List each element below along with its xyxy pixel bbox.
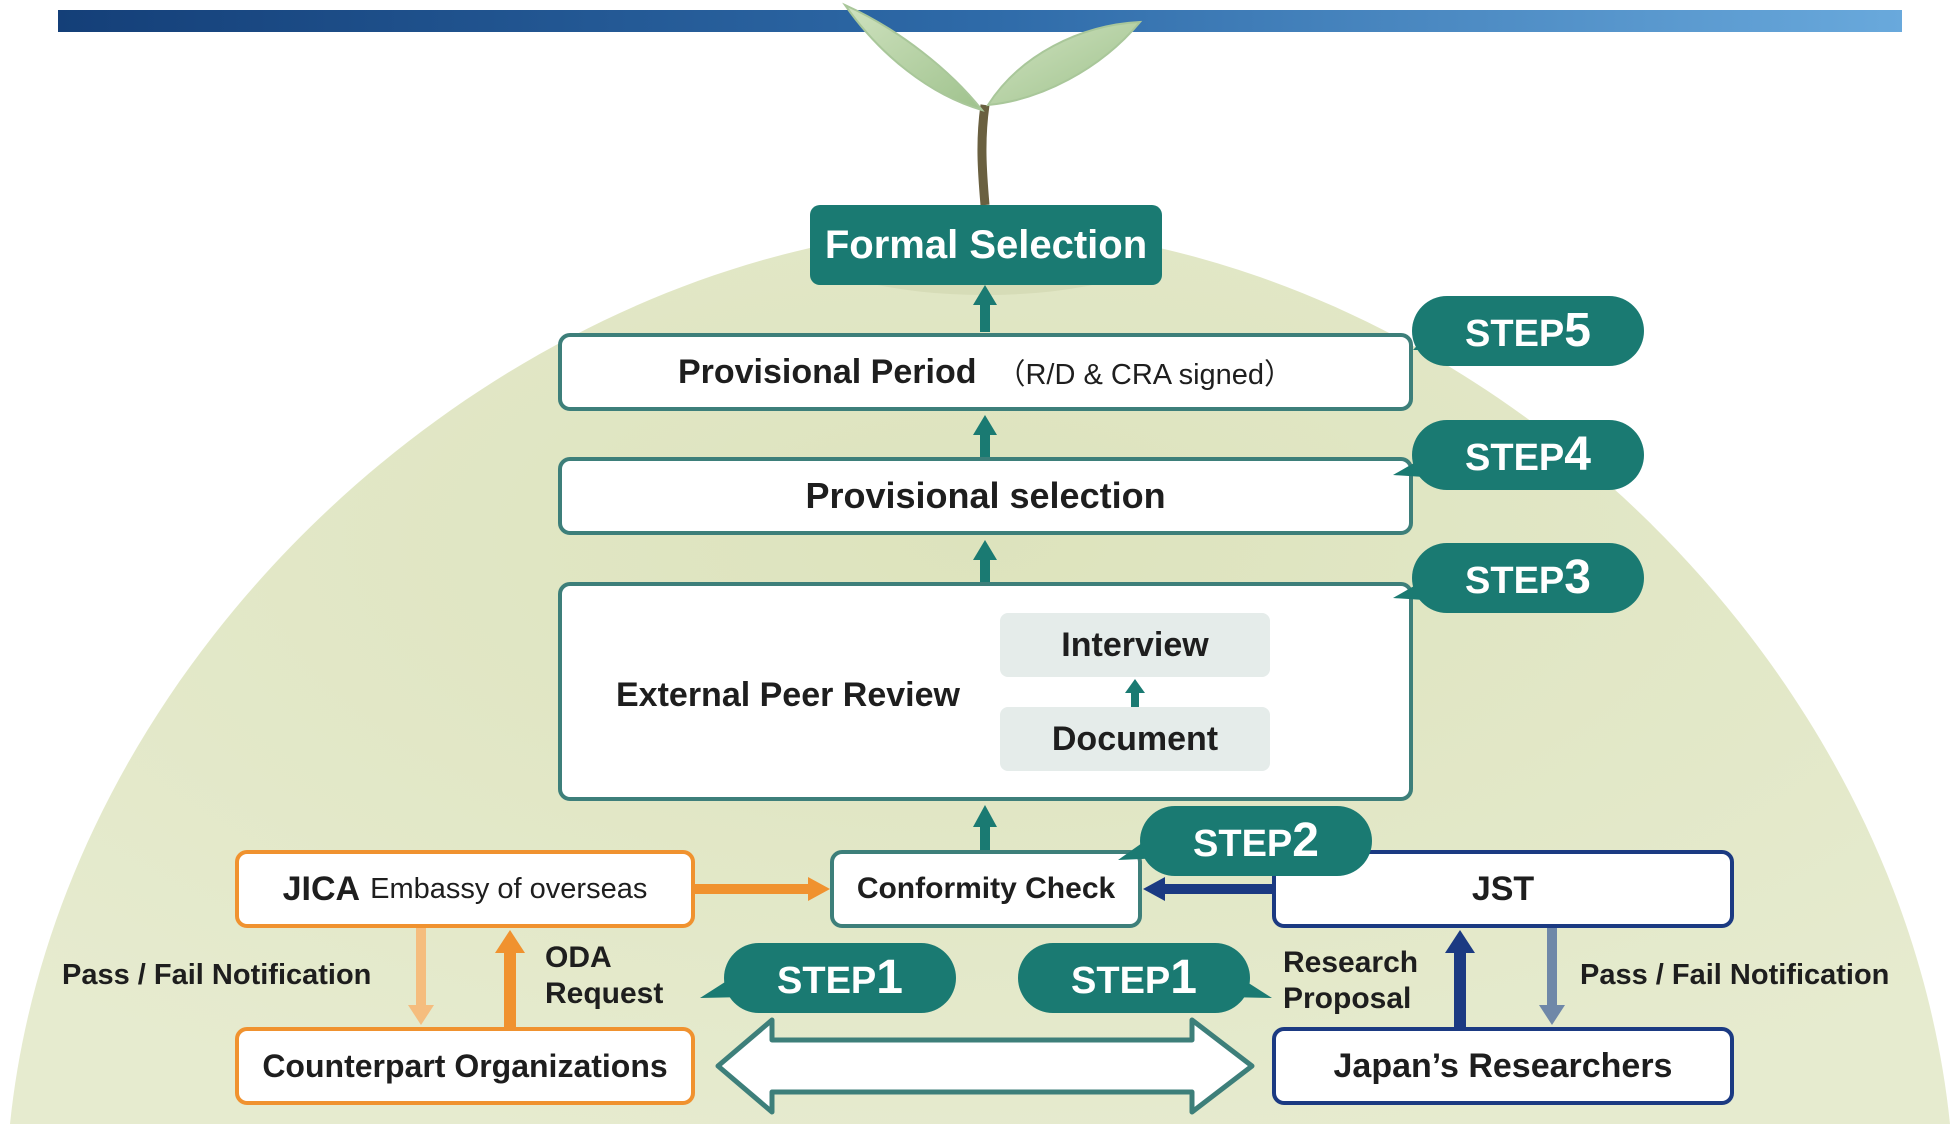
svg-text:STEP1: STEP1 — [1071, 951, 1197, 1004]
oda-request-line2: Request — [545, 977, 664, 1010]
arrow-to-step3 — [973, 805, 997, 850]
svg-text:STEP5: STEP5 — [1465, 304, 1591, 357]
jica-box: JICA Embassy of overseas — [235, 850, 695, 928]
double-headed-arrow — [715, 1017, 1255, 1115]
jica-label: JICA — [282, 869, 361, 908]
step4-number: 4 — [1564, 428, 1591, 481]
right-pass-fail-notification: Pass / Fail Notification — [1580, 959, 1890, 991]
step1-right-badge: STEP1 — [1018, 943, 1272, 1013]
arrow-left-pass-fail — [408, 928, 434, 1025]
research-proposal-label: Research Proposal — [1283, 945, 1418, 1017]
arrow-jica-to-conformity — [695, 877, 830, 901]
japans-researchers-box: Japan’s Researchers — [1272, 1027, 1734, 1105]
formal-selection-label: Formal Selection — [824, 222, 1148, 267]
jst-label: JST — [1471, 869, 1535, 908]
counterpart-organizations-box: Counterpart Organizations — [235, 1027, 695, 1105]
oda-request-label: ODA Request — [545, 940, 663, 1012]
arrow-to-step4 — [973, 540, 997, 582]
document-box: Document — [1000, 707, 1270, 771]
step1-right-prefix: STEP — [1071, 960, 1170, 1002]
step3-number: 3 — [1564, 551, 1591, 604]
svg-text:STEP4: STEP4 — [1465, 428, 1591, 481]
conformity-check-label: Conformity Check — [856, 872, 1116, 905]
arrow-to-step5 — [973, 415, 997, 457]
svg-text:STEP2: STEP2 — [1193, 814, 1319, 867]
step1-right-number: 1 — [1170, 951, 1197, 1004]
step3-badge: STEP3 — [1393, 543, 1644, 613]
step4-prefix: STEP — [1465, 437, 1564, 479]
step2-badge: STEP2 — [1118, 806, 1372, 876]
arrow-jst-to-conformity — [1143, 877, 1272, 901]
jst-box: JST — [1272, 850, 1734, 928]
arrow-research-proposal — [1445, 930, 1475, 1027]
provisional-selection-box: Provisional selection — [558, 457, 1413, 535]
counterpart-organizations-label: Counterpart Organizations — [262, 1047, 668, 1084]
interview-box: Interview — [1000, 613, 1270, 677]
step5-badge: STEP5 — [1412, 296, 1644, 366]
provisional-selection-label: Provisional selection — [805, 475, 1166, 516]
research-proposal-line2: Proposal — [1283, 982, 1412, 1015]
arrow-oda-request — [495, 930, 525, 1027]
interview-label: Interview — [1061, 625, 1209, 664]
svg-text:STEP1: STEP1 — [777, 951, 903, 1004]
provisional-period-note: （R/D & CRA signed） — [996, 359, 1294, 391]
external-peer-review-box: External Peer Review — [558, 582, 1413, 801]
arrow-to-formal-selection — [973, 285, 997, 332]
svg-text:STEP3: STEP3 — [1465, 551, 1591, 604]
conformity-check-box: Conformity Check — [830, 850, 1142, 928]
arrow-right-pass-fail — [1539, 928, 1565, 1025]
embassy-label: Embassy of overseas — [370, 872, 648, 905]
external-peer-review-label: External Peer Review — [616, 676, 960, 714]
document-label: Document — [1051, 719, 1219, 758]
top-banner-bar — [58, 10, 1902, 32]
japans-researchers-label: Japan’s Researchers — [1333, 1046, 1673, 1085]
research-proposal-line1: Research — [1283, 946, 1419, 979]
arrow-document-to-interview — [1125, 679, 1145, 707]
provisional-period-label: Provisional Period — [677, 352, 977, 391]
oda-request-line1: ODA — [545, 941, 612, 974]
step3-prefix: STEP — [1465, 560, 1564, 602]
step1-left-number: 1 — [876, 951, 903, 1004]
formal-selection-box: Formal Selection — [810, 205, 1162, 285]
left-pass-fail-notification: Pass / Fail Notification — [62, 959, 372, 991]
step2-prefix: STEP — [1193, 823, 1292, 865]
step1-left-prefix: STEP — [777, 960, 876, 1002]
step5-prefix: STEP — [1465, 313, 1564, 355]
step1-left-badge: STEP1 — [700, 943, 956, 1013]
step4-badge: STEP4 — [1393, 420, 1644, 490]
provisional-period-box: Provisional Period （R/D & CRA signed） — [558, 333, 1413, 411]
step2-number: 2 — [1292, 814, 1319, 867]
step5-number: 5 — [1564, 304, 1591, 357]
